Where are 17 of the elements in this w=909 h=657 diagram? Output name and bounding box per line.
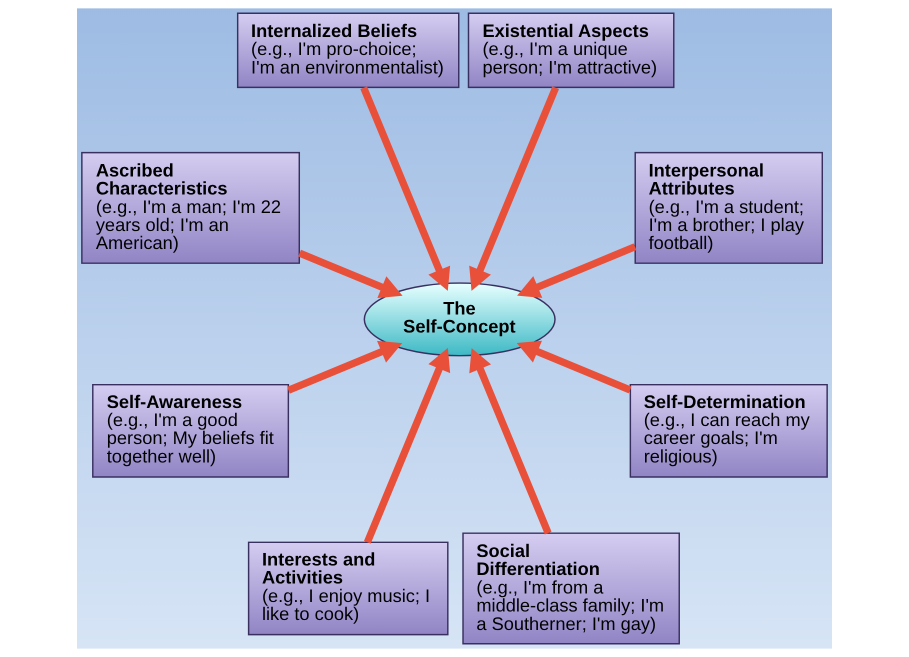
node-box: Ascribed Characteristics (e.g., I'm a man; I'm 22 years old; I'm an American) <box>81 152 300 264</box>
arrow <box>469 348 552 534</box>
arrow <box>517 243 636 298</box>
node-box: Self-Determination (e.g., I can reach my career goals; I'm religious) <box>630 384 828 478</box>
node-ellipse: The Self-Concept <box>364 282 556 356</box>
arrow <box>469 86 559 291</box>
node-box: Interpersonal Attributes (e.g., I'm a student; I'm a brother; I play football) <box>634 152 823 264</box>
node-box: Internalized Beliefs (e.g., I'm pro-choice; I'm an environmentalist) <box>236 12 460 88</box>
node-box: Social Differentiation (e.g., I'm from a middle-class family; I'm a Southerner; I'm gay) <box>462 532 680 644</box>
arrow <box>287 340 402 394</box>
node-box: Interests and Activities (e.g., I enjoy music; I like to cook) <box>248 542 449 636</box>
arrow <box>516 340 632 394</box>
arrow <box>364 348 450 544</box>
node-box: Existential Aspects (e.g., I'm a unique person; I'm attractive) <box>468 12 674 88</box>
arrow <box>298 250 403 298</box>
node-box: Self-Awareness (e.g., I'm a good person; My beliefs fit together well) <box>92 384 290 478</box>
arrow <box>360 86 450 291</box>
